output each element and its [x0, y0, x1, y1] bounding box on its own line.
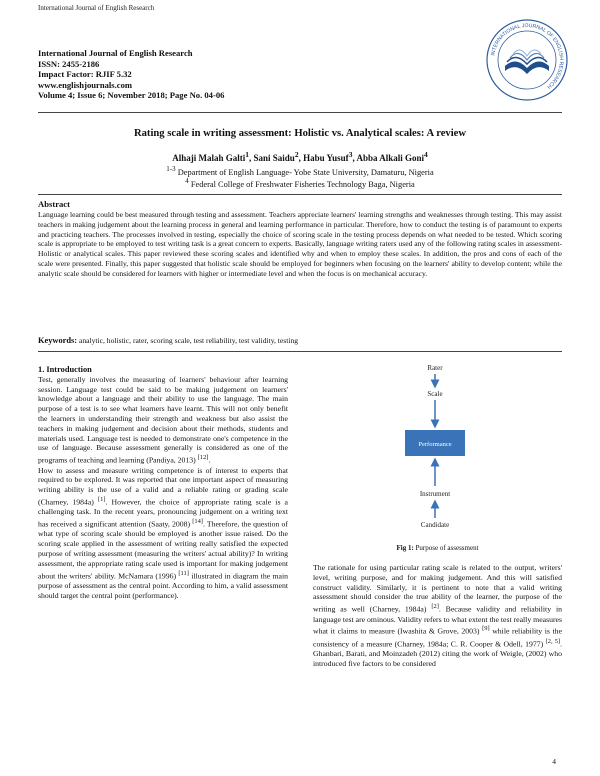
paragraph: The rationale for using particular ratin…: [313, 563, 562, 668]
citation: [12]: [197, 454, 209, 462]
diagram-instrument: Instrument: [420, 490, 450, 498]
citation: [9]: [482, 625, 490, 633]
keywords-label: Keywords:: [38, 336, 78, 345]
keywords-text: analytic, holistic, rater, scoring scale…: [77, 336, 299, 345]
affiliation-sup: 4: [185, 177, 189, 185]
citation: [14]: [192, 518, 203, 526]
abstract-heading: Abstract: [38, 199, 70, 209]
book-icon: [505, 49, 549, 74]
affiliation: 4 Federal College of Freshwater Fisherie…: [38, 177, 562, 189]
running-head: International Journal of English Researc…: [38, 4, 155, 12]
page-number: 4: [552, 757, 556, 766]
figure-caption: Fig 1: Purpose of assessment: [313, 544, 562, 552]
issn: ISSN: 2455-2186: [38, 58, 100, 69]
diagram-rater: Rater: [427, 364, 443, 372]
website: www.englishjournals.com: [38, 79, 133, 90]
author-sup: 1: [245, 150, 250, 159]
paragraph: How to assess and measure writing compet…: [38, 465, 289, 600]
keywords-rule: [38, 351, 562, 352]
paragraph: Test, generally involves the measuring o…: [38, 374, 288, 465]
author: Abba Alkali Goni: [356, 153, 424, 163]
author-sup: 2: [294, 150, 299, 159]
publication-info: International Journal of English Researc…: [38, 48, 224, 101]
affiliation-sup: 1-3: [166, 165, 176, 173]
author-list: Alhaji Malah Galti1, Sani Saidu2, Habu Y…: [172, 150, 428, 163]
diagram-scale: Scale: [427, 390, 442, 398]
left-column: 1. Introduction Test, generally involves…: [38, 365, 288, 601]
author-sup: 4: [423, 150, 428, 159]
header-rule: [38, 112, 562, 113]
diagram-candidate: Candidate: [421, 521, 449, 529]
author: Habu Yusuf: [303, 153, 349, 163]
figure-caption-text: Purpose of assessment: [413, 544, 479, 552]
citation: [11]: [178, 569, 189, 577]
abstract-text: Language learning could be best measured…: [38, 210, 562, 278]
author-sup: 3: [348, 150, 353, 159]
keywords: Keywords: analytic, holistic, rater, sco…: [38, 336, 562, 345]
author: Sani Saidu: [253, 153, 295, 163]
affiliation-text: Department of English Language- Yobe Sta…: [175, 167, 434, 177]
journal-name: International Journal of English Researc…: [38, 48, 193, 58]
citation: [2]: [431, 603, 439, 611]
assessment-diagram: Rater Scale Performance Instrument Candi…: [405, 364, 465, 529]
volume-issue: Volume 4; Issue 6; November 2018; Page N…: [38, 90, 225, 100]
paper-title: Rating scale in writing assessment: Holi…: [133, 128, 466, 139]
author: Alhaji Malah Galti: [172, 153, 246, 163]
citation: [1]: [98, 495, 106, 503]
abstract-rule: [38, 194, 562, 195]
affiliation-text: Federal College of Freshwater Fisheries …: [188, 179, 415, 189]
affiliation: 1-3 Department of English Language- Yobe…: [38, 165, 562, 177]
citation: [2, 5]: [545, 637, 561, 645]
journal-logo: INTERNATIONAL JOURNAL OF ENGLISH RESEARC…: [486, 19, 568, 101]
impact-factor: Impact Factor: RJIF 5.32: [38, 69, 132, 79]
diagram-performance: Performance: [418, 441, 451, 448]
figure-label: Fig 1:: [396, 544, 414, 552]
right-column: The rationale for using particular ratin…: [313, 563, 562, 669]
performance-box: [405, 430, 465, 456]
section-heading: 1. Introduction: [38, 365, 92, 374]
